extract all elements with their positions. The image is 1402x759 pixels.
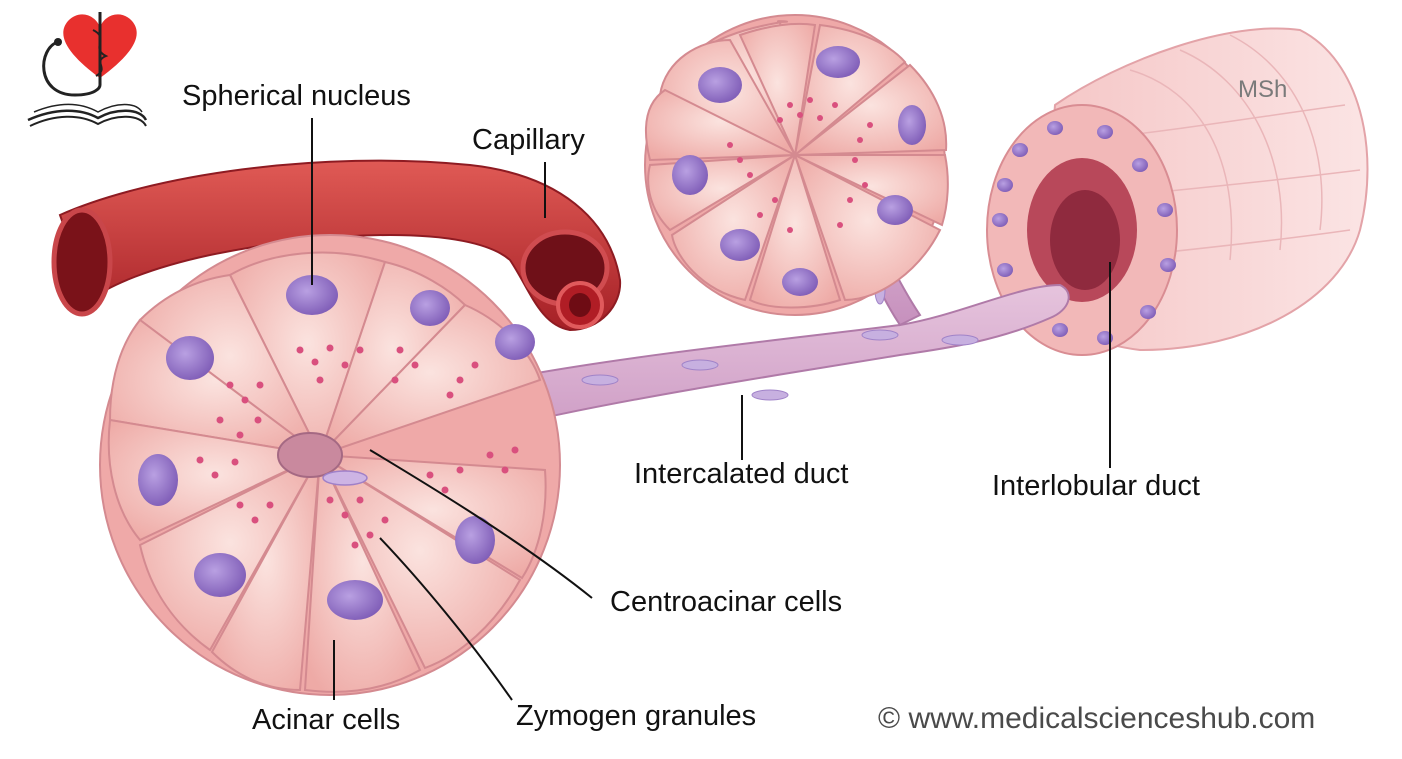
label-intercalated-duct: Intercalated duct xyxy=(634,458,849,490)
label-acinar-cells: Acinar cells xyxy=(252,704,401,736)
heart-stethoscope-book-icon xyxy=(27,12,148,127)
large-acinus xyxy=(99,234,561,696)
watermark: MSh xyxy=(1238,76,1288,103)
capillary-vessel xyxy=(51,159,622,332)
small-acinus xyxy=(644,14,949,316)
label-capillary: Capillary xyxy=(472,124,585,156)
label-centroacinar-cells: Centroacinar cells xyxy=(610,586,843,618)
zymogen-granules-cluster xyxy=(196,344,519,549)
label-spherical-nucleus: Spherical nucleus xyxy=(182,80,411,112)
label-interlobular-duct: Interlobular duct xyxy=(992,470,1200,502)
copyright-notice: © www.medicalscienceshub.com xyxy=(878,702,1316,735)
leader-lines xyxy=(311,118,1111,701)
label-zymogen-granules: Zymogen granules xyxy=(516,700,757,732)
